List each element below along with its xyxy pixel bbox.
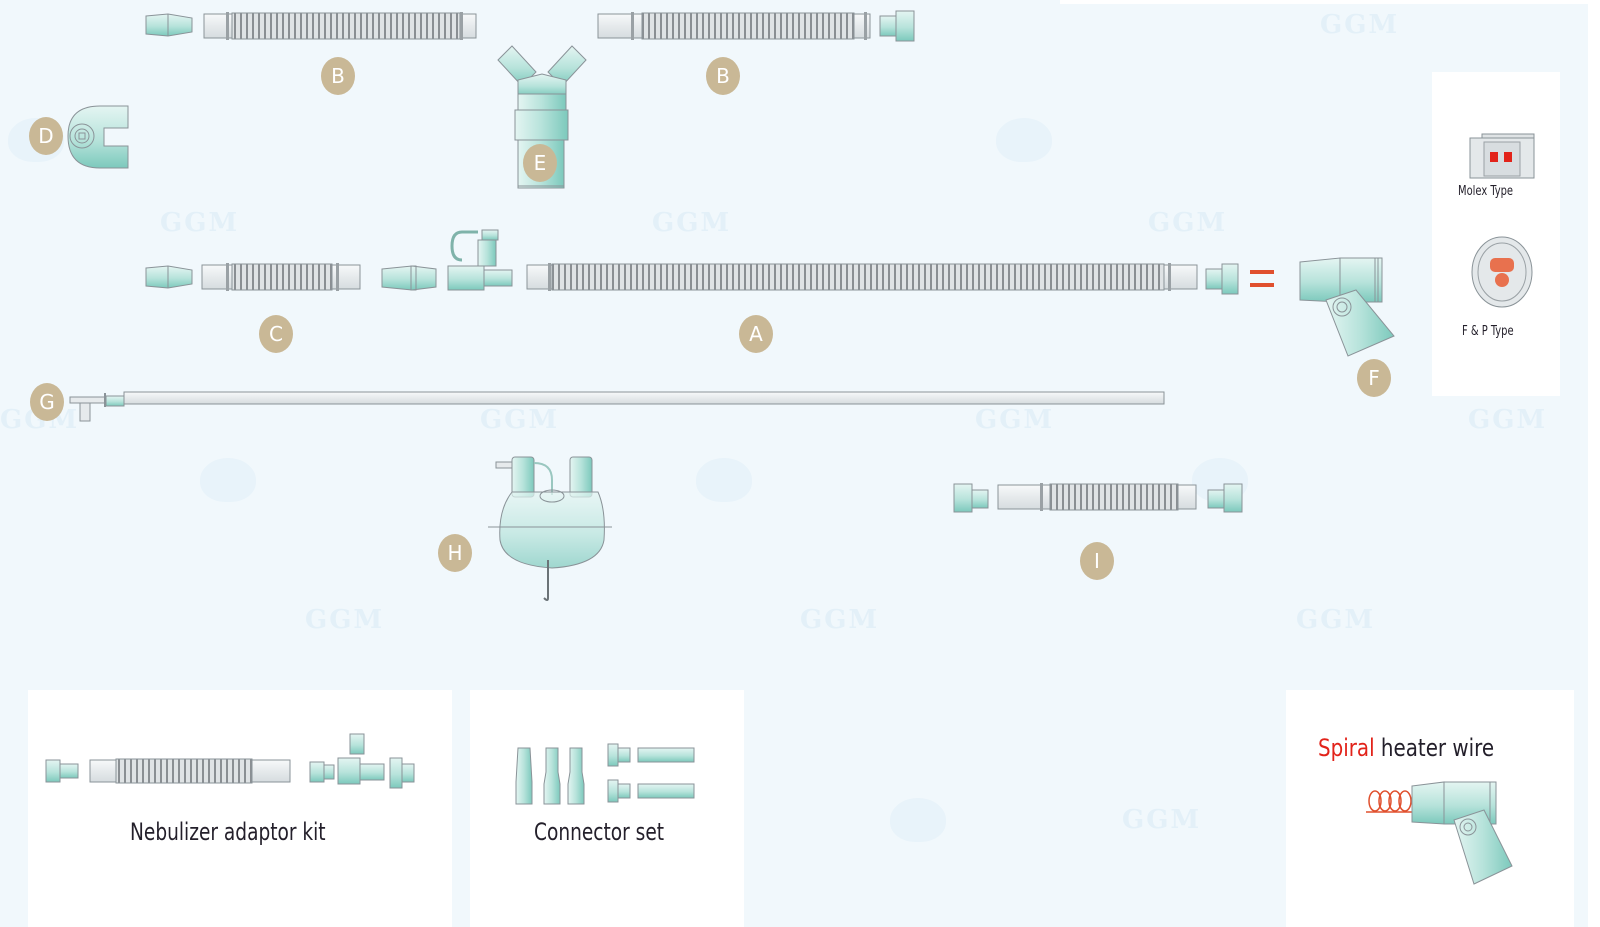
connector-set-label: Connector set	[534, 818, 665, 846]
watermark-logo-icon	[890, 798, 946, 842]
callout-badge-f: F	[1357, 359, 1391, 397]
watermark: GGM	[480, 405, 560, 435]
nebulizer-adaptor-kit-panel: Nebulizer adaptor kit	[28, 690, 452, 927]
watermark: GGM	[1148, 208, 1228, 238]
connector-set-panel: Connector set	[470, 690, 744, 927]
upper-left-connector	[145, 13, 193, 37]
spiral-heater-wire-title: Spiral heater wire	[1318, 734, 1494, 762]
upper-left-corrugated-tube	[203, 12, 477, 40]
extension-tube	[997, 483, 1197, 511]
extension-tube-right-connector	[1207, 483, 1243, 513]
callout-badge-d: D	[29, 117, 63, 155]
connector-types-panel: Molex Type F & P Type	[1432, 72, 1560, 396]
background-notch	[1060, 0, 1600, 4]
molex-connector-icon	[1469, 133, 1535, 179]
short-corrugated-tube	[201, 263, 361, 291]
nebulizer-mask	[488, 456, 612, 601]
watermark: GGM	[652, 208, 732, 238]
spiral-wire-icon	[1366, 790, 1412, 813]
nebulizer-adaptor-kit-label: Nebulizer adaptor kit	[130, 818, 326, 846]
spiral-heater-wire-panel: Spiral heater wire	[1286, 690, 1574, 927]
spiral-heater-drawing	[1366, 781, 1513, 885]
watermark: GGM	[800, 605, 880, 635]
u-adapter	[67, 105, 129, 169]
watermark: GGM	[1468, 405, 1548, 435]
callout-badge-e: E	[523, 144, 557, 182]
heated-chamber-elbow	[1250, 257, 1395, 357]
sampling-line	[69, 391, 1165, 422]
extension-tube-left-connector	[953, 483, 989, 513]
t-port-adapter	[447, 229, 513, 291]
watermark-logo-icon	[696, 458, 752, 502]
chamber-connector	[1205, 263, 1239, 295]
background-right-edge	[1588, 0, 1600, 927]
straight-coupler	[381, 265, 437, 291]
connector-type-icons	[1469, 133, 1535, 308]
callout-badge-h: H	[438, 534, 472, 572]
upper-right-corrugated-tube	[597, 12, 871, 40]
nebulizer-kit-drawing	[45, 733, 415, 789]
callout-badge-b-left: B	[321, 57, 355, 95]
callout-badge-c: C	[259, 315, 293, 353]
watermark: GGM	[1320, 10, 1400, 40]
callout-badge-a: A	[739, 315, 773, 353]
fp-type-label: F & P Type	[1462, 324, 1514, 339]
watermark-logo-icon	[200, 458, 256, 502]
watermark-logo-icon	[996, 118, 1052, 162]
heater-wire-text: heater wire	[1374, 734, 1495, 762]
watermark: GGM	[1296, 605, 1376, 635]
watermark: GGM	[975, 405, 1055, 435]
watermark: GGM	[160, 208, 240, 238]
spiral-highlight: Spiral	[1318, 734, 1375, 762]
watermark: GGM	[305, 605, 385, 635]
connector-set-drawing	[515, 743, 695, 805]
callout-badge-g: G	[30, 383, 64, 421]
molex-type-label: Molex Type	[1458, 184, 1514, 199]
callout-badge-b-right: B	[706, 57, 740, 95]
main-corrugated-tube	[526, 263, 1198, 291]
upper-right-connector	[879, 10, 915, 42]
fp-connector-icon	[1471, 236, 1533, 308]
callout-badge-i: I	[1080, 542, 1114, 580]
watermark: GGM	[1122, 805, 1202, 835]
short-tube-connector	[145, 265, 193, 289]
